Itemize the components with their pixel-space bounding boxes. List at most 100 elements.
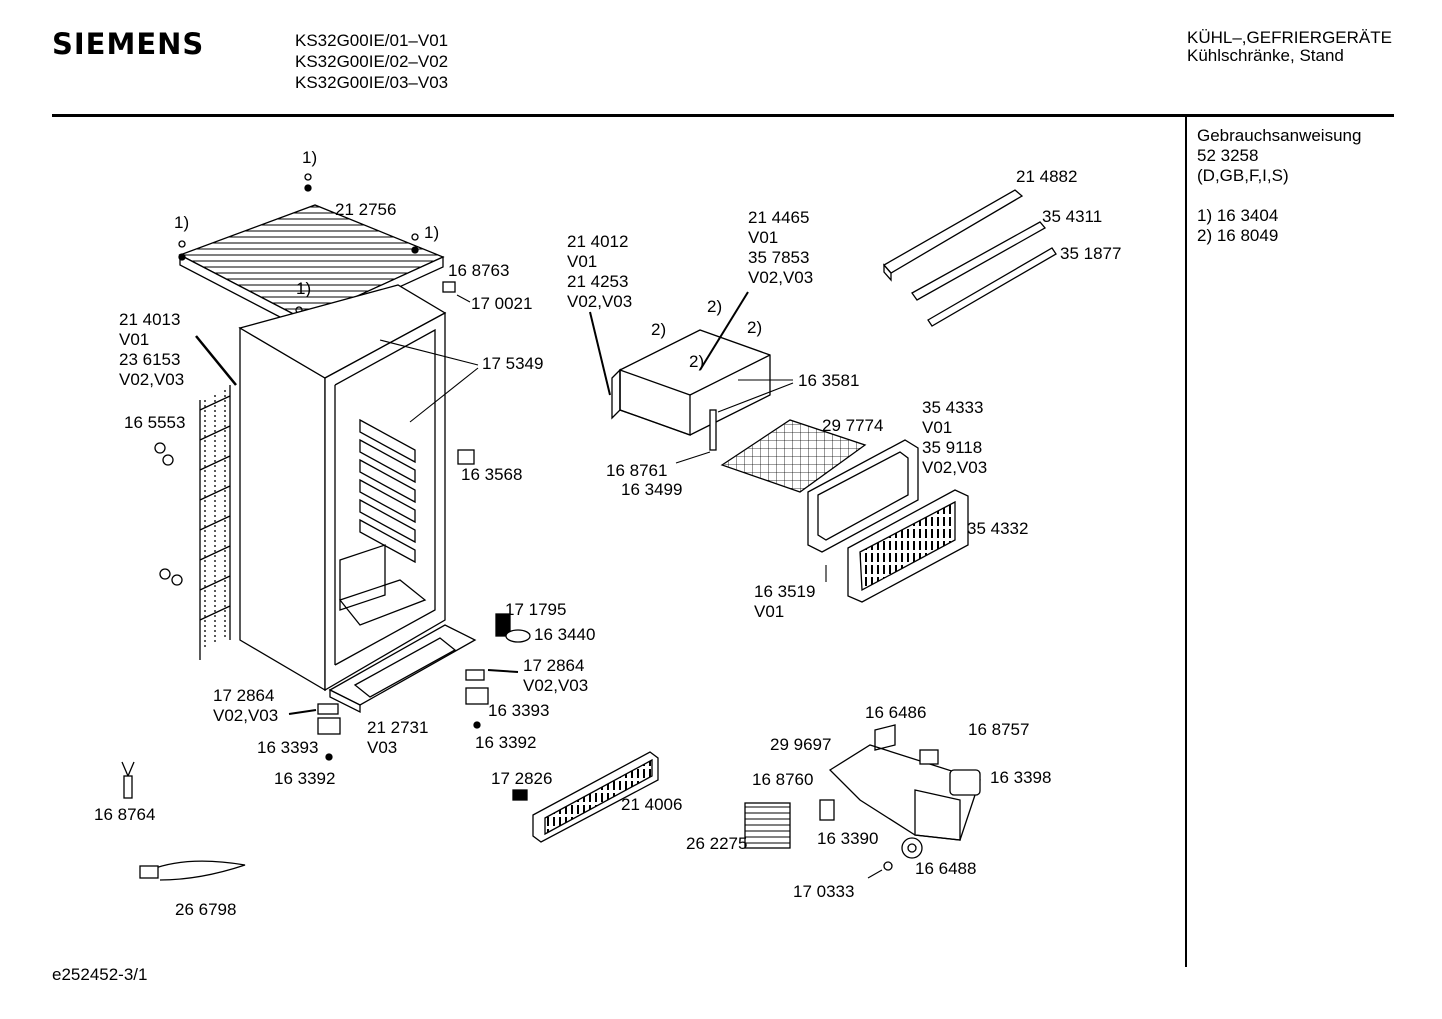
part-number-label: 16 3568 (461, 465, 522, 485)
part-number-line: 2) (707, 297, 723, 316)
condenser-coil (199, 385, 231, 660)
part-number-label: 2) (689, 352, 704, 372)
part-number-line: 16 8763 (448, 261, 510, 280)
part-number-line: 35 7853 (748, 248, 810, 267)
part-number-label: 16 8763 (448, 261, 509, 281)
part-number-line: V02,V03 (922, 458, 988, 477)
model-line: KS32G00IE/02–V02 (295, 52, 449, 71)
part-number-label: 35 4311 (1042, 207, 1102, 227)
part-number-line: 17 2826 (491, 769, 553, 788)
part-number-line: V02,V03 (748, 268, 814, 287)
part-number-line: 16 8761 (606, 461, 668, 480)
part-number-label: 35 1877 (1060, 244, 1121, 264)
part-number-line: 17 0021 (471, 294, 533, 313)
part-number-line: 21 2756 (335, 200, 397, 219)
part-number-line: 1) (424, 223, 440, 242)
top-trim-strips (882, 189, 1057, 327)
part-number-label: 16 8760 (752, 770, 813, 790)
part-number-line: 2) (651, 320, 667, 339)
part-number-line: 35 9118 (922, 438, 983, 457)
part-number-line: 21 4006 (621, 795, 683, 814)
part-number-label: 2) (651, 320, 666, 340)
manual-languages: (D,GB,F,I,S) (1197, 166, 1289, 185)
footnote: 2) 16 8049 (1197, 226, 1279, 245)
part-number-line: 21 4465 (748, 208, 810, 227)
part-number-label: 16 3398 (990, 768, 1051, 788)
part-number-label: 1) (302, 148, 317, 168)
part-number-label: 16 3392 (274, 769, 335, 789)
part-number-label: 16 3393 (488, 701, 549, 721)
part-number-line: V02,V03 (213, 706, 279, 725)
part-number-line: V02,V03 (523, 676, 589, 695)
part-number-line: 23 6153 (119, 350, 181, 369)
part-number-line: 16 3393 (488, 701, 550, 720)
part-number-line: 16 3398 (990, 768, 1052, 787)
part-number-line: 17 0333 (793, 882, 855, 901)
part-number-label: 1) (174, 213, 189, 233)
part-number-line: V01 (748, 228, 779, 247)
part-number-line: 1) (174, 213, 190, 232)
part-number-line: 2) (747, 318, 763, 337)
part-number-line: 16 8757 (968, 720, 1030, 739)
power-cord (139, 860, 246, 881)
part-number-line: 17 5349 (482, 354, 544, 373)
part-number-line: 21 4013 (119, 310, 181, 329)
mesh-shelf (720, 419, 867, 493)
part-number-line: 21 2731 (367, 718, 429, 737)
part-number-label: 26 6798 (175, 900, 236, 920)
part-number-label: 17 2826 (491, 769, 552, 789)
part-number-label: 16 3581 (798, 371, 859, 391)
part-number-line: V02,V03 (119, 370, 185, 389)
part-number-line: 1) (302, 148, 318, 167)
part-number-label: 17 0333 (793, 882, 854, 902)
part-number-line: 35 4332 (967, 519, 1029, 538)
part-number-line: 17 1795 (505, 600, 567, 619)
sidebar-divider (1185, 117, 1187, 967)
part-number-line: 26 6798 (175, 900, 237, 919)
part-number-line: 16 3393 (257, 738, 319, 757)
part-number-line: 16 3392 (475, 733, 537, 752)
part-number-label: 21 4006 (621, 795, 682, 815)
part-number-label: 16 8761 (606, 461, 667, 481)
part-number-line: 16 3390 (817, 829, 879, 848)
part-number-label: 16 3392 (475, 733, 536, 753)
model-line: KS32G00IE/01–V01 (295, 31, 449, 50)
part-number-label: 35 4332 (967, 519, 1028, 539)
fuse-part (121, 761, 135, 799)
part-number-label: 17 1795 (505, 600, 566, 620)
part-number-line: V01 (119, 330, 150, 349)
part-number-line: V02,V03 (567, 292, 633, 311)
part-number-line: 17 2864 (523, 656, 585, 675)
part-number-line: 21 4012 (567, 232, 629, 251)
part-number-label: 29 7774 (822, 416, 883, 436)
part-number-line: 16 3519 (754, 582, 816, 601)
part-number-line: 16 3568 (461, 465, 523, 484)
category-title: KÜHL–,GEFRIERGERÄTE (1187, 28, 1392, 47)
front-grille (532, 751, 659, 843)
part-number-line: 17 2864 (213, 686, 275, 705)
inner-rails (338, 418, 427, 626)
part-number-line: 16 3499 (621, 480, 683, 499)
footnote: 1) 16 3404 (1197, 206, 1279, 225)
part-number-line: 16 8760 (752, 770, 814, 789)
part-number-label: 16 8757 (968, 720, 1029, 740)
manual-number: 52 3258 (1197, 146, 1259, 165)
part-number-label: 16 3499 (621, 480, 682, 500)
freezer-door-panel (847, 489, 969, 603)
part-number-line: 16 3440 (534, 625, 596, 644)
small-parts (154, 281, 893, 871)
header-divider (52, 114, 1394, 117)
model-line: KS32G00IE/03–V03 (295, 73, 449, 92)
manual-label: Gebrauchsanweisung (1197, 126, 1362, 145)
part-number-label: 16 5553 (124, 413, 185, 433)
part-number-line: 35 4333 (922, 398, 984, 417)
part-number-line: 1) (296, 279, 312, 298)
part-number-label: 16 3440 (534, 625, 595, 645)
part-number-line: 29 9697 (770, 735, 832, 754)
part-number-line: V01 (922, 418, 953, 437)
